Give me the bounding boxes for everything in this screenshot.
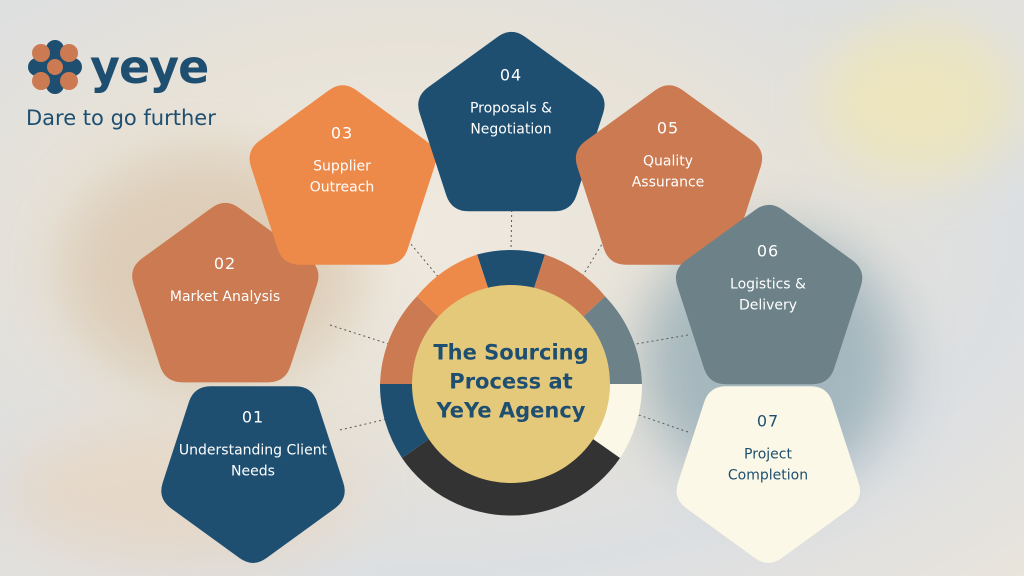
- step-02: 02 Market Analysis: [165, 254, 285, 308]
- step-03-number: 03: [330, 123, 354, 143]
- step-07-label: Project Completion: [727, 446, 809, 484]
- step-02-number: 02: [213, 254, 237, 273]
- step-06-number: 06: [756, 241, 780, 261]
- logo: yeye: [26, 38, 216, 96]
- step-04-number: 04: [499, 65, 523, 85]
- step-02-label: Market Analysis: [169, 289, 281, 305]
- step-03-shape: [249, 85, 436, 265]
- step-01-number: 01: [241, 407, 265, 427]
- step-05-label: Quality Assurance: [631, 153, 705, 191]
- center-disc: [412, 285, 610, 483]
- step-03-label: Supplier Outreach: [309, 158, 375, 196]
- step-05: 05 Quality Assurance: [608, 119, 728, 194]
- center-ring: [379, 250, 643, 516]
- step-01: 01 Understanding Client Needs: [178, 408, 328, 483]
- step-06: 06 Logistics & Delivery: [708, 242, 828, 317]
- step-02-shape: [132, 202, 319, 383]
- step-01-shape: [161, 386, 345, 563]
- logo-wordmark: yeye: [90, 40, 209, 94]
- step-07-shape: [676, 386, 861, 563]
- step-01-label: Understanding Client Needs: [178, 442, 328, 480]
- yeye-cross-logo-icon: [28, 40, 82, 94]
- brand-block: yeye Dare to go further: [26, 38, 216, 130]
- center-title: The Sourcing Process at YeYe Agency: [433, 340, 589, 423]
- step-06-shape: [675, 204, 863, 385]
- step-04-label: Proposals & Negotiation: [469, 100, 553, 138]
- tagline: Dare to go further: [26, 106, 216, 130]
- step-03: 03 Supplier Outreach: [282, 124, 402, 199]
- background-map-blur: [820, 20, 1020, 180]
- step-04: 04 Proposals & Negotiation: [451, 66, 571, 141]
- step-05-shape: [575, 85, 763, 265]
- step-06-label: Logistics & Delivery: [730, 276, 806, 314]
- step-05-number: 05: [656, 118, 680, 138]
- step-07: 07 Project Completion: [708, 412, 828, 487]
- step-07-number: 07: [756, 411, 780, 431]
- step-04-shape: [418, 31, 605, 212]
